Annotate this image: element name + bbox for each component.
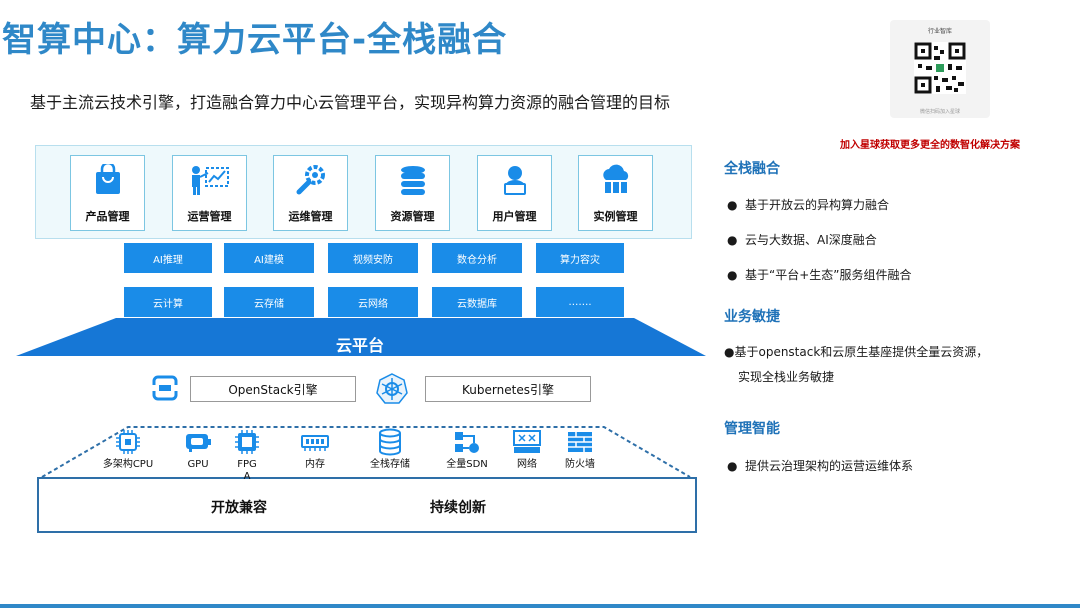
storage-icon bbox=[379, 428, 401, 456]
bullet-dot: ● bbox=[727, 233, 738, 247]
qr-code-icon bbox=[914, 42, 966, 94]
service-tile: 云数据库 bbox=[432, 287, 522, 317]
hardware-label: 多架构CPU bbox=[102, 459, 154, 470]
foundation-frame bbox=[37, 477, 697, 533]
bullet-text: 基于“平台+生态”服务组件融合 bbox=[745, 268, 912, 282]
cloud-platform-base bbox=[16, 318, 706, 356]
database-icon bbox=[400, 166, 425, 195]
bullet-item: ● 云与大数据、AI深度融合 bbox=[727, 231, 877, 248]
hardware-item: 多架构CPU bbox=[98, 427, 158, 471]
hardware-label: 防火墙 bbox=[565, 459, 595, 470]
continuous-innovation-label: 持续创新 bbox=[430, 500, 486, 516]
bullet-item: ● 提供云治理架构的运营运维体系 bbox=[727, 457, 913, 474]
section-heading-agility: 业务敏捷 bbox=[724, 309, 780, 325]
footer-accent-bar bbox=[0, 604, 1080, 608]
cpu-icon bbox=[116, 430, 140, 454]
service-tile: 算力容灾 bbox=[536, 243, 624, 273]
module-user: 用户管理 bbox=[477, 155, 552, 231]
hardware-item: 全栈存储 bbox=[360, 427, 420, 471]
module-label: 用户管理 bbox=[492, 210, 537, 223]
hardware-label: GPU bbox=[187, 459, 209, 470]
service-tile: 数仓分析 bbox=[432, 243, 522, 273]
module-label: 运营管理 bbox=[187, 210, 232, 223]
module-label: 产品管理 bbox=[85, 210, 130, 223]
hardware-item: 全量SDN bbox=[437, 427, 497, 471]
promo-text: 加入星球获取更多更全的数智化解决方案 bbox=[840, 140, 1020, 151]
bullet-text: 基于开放云的异构算力融合 bbox=[745, 198, 890, 212]
qr-code-card: 行业智库 微信扫码加入星球 bbox=[890, 20, 990, 118]
shopping-bag-icon bbox=[95, 164, 120, 194]
bullet-text: 基于openstack和云原生基座提供全量云资源， bbox=[734, 345, 989, 359]
platform-label: 云平台 bbox=[335, 336, 384, 355]
hardware-item: GPU bbox=[168, 427, 228, 471]
bullet-continuation: 实现全栈业务敏捷 bbox=[738, 370, 835, 384]
module-instance: 实例管理 bbox=[578, 155, 653, 231]
kubernetes-engine: Kubernetes引擎 bbox=[425, 376, 591, 402]
wrench-gear-icon bbox=[296, 165, 325, 195]
kubernetes-icon bbox=[376, 373, 408, 404]
open-compatible-label: 开放兼容 bbox=[211, 500, 267, 516]
service-tile: 云存储 bbox=[224, 287, 314, 317]
service-tile: 云网络 bbox=[328, 287, 418, 317]
service-tile: 视频安防 bbox=[328, 243, 418, 273]
section-heading-intelligent: 管理智能 bbox=[724, 421, 780, 437]
sdn-icon bbox=[455, 432, 479, 453]
bullet-item: ● 基于“平台+生态”服务组件融合 bbox=[727, 266, 912, 283]
hardware-item: 防火墙 bbox=[550, 427, 610, 471]
fpga-chip-icon bbox=[235, 430, 259, 454]
hardware-label: FPGA bbox=[237, 459, 257, 482]
bullet-dot: ● bbox=[724, 345, 735, 359]
bullet-text: 提供云治理架构的运营运维体系 bbox=[745, 459, 914, 473]
hardware-item: FPGA bbox=[221, 427, 273, 483]
service-tile: ……. bbox=[536, 287, 624, 317]
service-tile: AI建模 bbox=[224, 243, 314, 273]
service-tile: 云计算 bbox=[124, 287, 212, 317]
memory-icon bbox=[301, 435, 329, 451]
bullet-dot: ● bbox=[727, 198, 738, 212]
service-tile: AI推理 bbox=[124, 243, 212, 273]
network-switch-icon bbox=[513, 430, 541, 453]
cloud-server-icon bbox=[602, 164, 628, 193]
bullet-item: ●基于openstack和云原生基座提供全量云资源， bbox=[724, 343, 988, 360]
presentation-icon bbox=[191, 166, 229, 195]
bullet-dot: ● bbox=[727, 459, 738, 473]
hardware-layer-outline bbox=[41, 426, 691, 478]
hardware-item: 内存 bbox=[285, 427, 345, 471]
page-title: 智算中心：算力云平台-全栈融合 bbox=[2, 20, 508, 60]
module-operation: 运营管理 bbox=[172, 155, 247, 231]
hardware-label: 全量SDN bbox=[446, 459, 488, 470]
bullet-text: 云与大数据、AI深度融合 bbox=[745, 233, 877, 247]
openstack-engine: OpenStack引擎 bbox=[190, 376, 356, 402]
qr-caption-top: 行业智库 bbox=[927, 28, 952, 35]
user-laptop-icon bbox=[503, 166, 526, 195]
hardware-item: 网络 bbox=[497, 427, 557, 471]
module-label: 实例管理 bbox=[593, 210, 638, 223]
hardware-label: 全栈存储 bbox=[370, 459, 410, 470]
gpu-icon bbox=[186, 434, 211, 452]
module-label: 运维管理 bbox=[288, 210, 333, 223]
section-heading-fullstack: 全栈融合 bbox=[724, 161, 780, 177]
openstack-icon bbox=[152, 375, 178, 401]
management-modules-panel: 产品管理 运营管理 运维管理 资源管理 用户管理 实例管理 bbox=[35, 145, 692, 239]
bullet-dot: ● bbox=[727, 268, 738, 282]
hardware-label: 网络 bbox=[517, 459, 537, 470]
module-maintenance: 运维管理 bbox=[273, 155, 348, 231]
hardware-label: 内存 bbox=[305, 459, 325, 470]
page-subtitle: 基于主流云技术引擎，打造融合算力中心云管理平台，实现异构算力资源的融合管理的目标 bbox=[30, 93, 671, 112]
module-label: 资源管理 bbox=[390, 210, 435, 223]
bullet-item: ● 基于开放云的异构算力融合 bbox=[727, 196, 889, 213]
module-product: 产品管理 bbox=[70, 155, 145, 231]
qr-caption-bottom: 微信扫码加入星球 bbox=[919, 109, 960, 115]
firewall-icon bbox=[568, 432, 592, 452]
module-resource: 资源管理 bbox=[375, 155, 450, 231]
